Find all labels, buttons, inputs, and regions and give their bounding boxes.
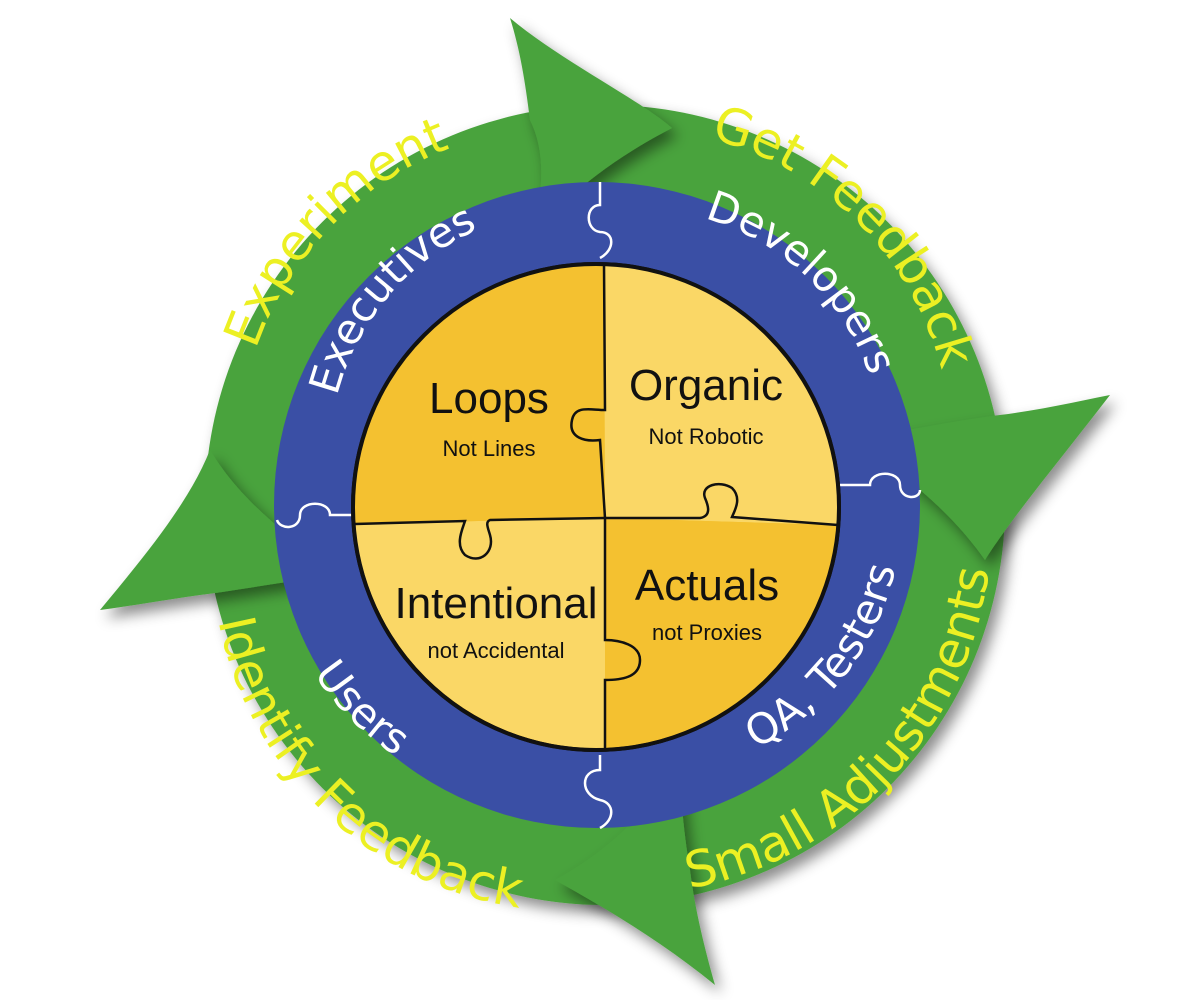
puzzle-piece-bottom-left — [355, 518, 605, 749]
piece-subtitle-actuals: not Proxies — [652, 620, 762, 645]
puzzle-circle — [351, 262, 841, 752]
puzzle-piece-top-left — [354, 263, 605, 524]
ring-puzzle-tabs — [275, 182, 922, 830]
piece-title-organic: Organic — [629, 361, 783, 410]
puzzle-piece-bottom-right — [605, 518, 838, 748]
arrowhead-right-icon — [850, 395, 1110, 560]
piece-subtitle-organic: Not Robotic — [649, 424, 764, 449]
piece-subtitle-intentional: not Accidental — [428, 638, 565, 663]
piece-title-intentional: Intentional — [394, 579, 597, 628]
piece-subtitle-loops: Not Lines — [443, 436, 536, 461]
puzzle-piece-top-right — [604, 264, 839, 525]
piece-title-actuals: Actuals — [635, 561, 779, 610]
puzzle-labels: Loops Not Lines Organic Not Robotic Inte… — [394, 361, 783, 663]
piece-title-loops: Loops — [429, 374, 549, 423]
arrowhead-top-icon — [510, 18, 672, 240]
